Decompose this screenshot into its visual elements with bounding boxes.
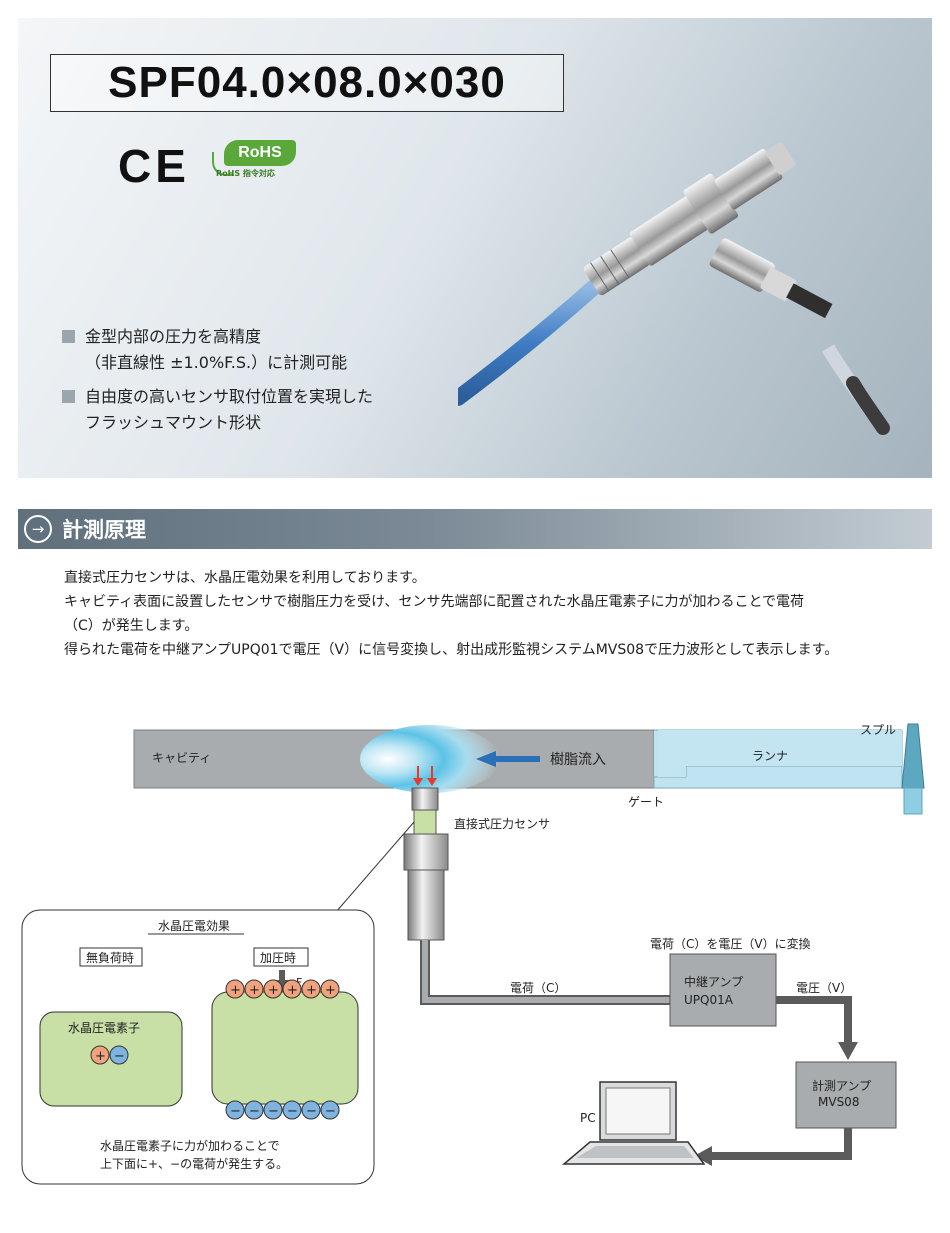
label-sprue: スプル: [860, 723, 896, 737]
minus-sign: −: [287, 1104, 298, 1119]
sensor-product-image: [458, 142, 890, 435]
feature-line: 自由度の高いセンサ取付位置を実現した: [85, 387, 374, 406]
ce-mark-icon: CE: [118, 140, 190, 192]
sprue: [901, 723, 925, 789]
label-sensor: 直接式圧力センサ: [454, 816, 550, 831]
plus-sign: +: [268, 983, 279, 998]
label-effect-title: 水晶圧電効果: [158, 918, 230, 933]
minus-sign: −: [268, 1104, 279, 1119]
label-meter-amp: 計測アンプ: [812, 1078, 871, 1093]
crystal-element-pressurized: [211, 991, 359, 1105]
section-title: 計測原理: [62, 518, 146, 542]
label-gate: ゲート: [628, 795, 664, 809]
label-conversion: 電荷（C）を電圧（V）に変換: [650, 936, 811, 951]
section-header: → 計測原理: [18, 509, 932, 549]
arrow-right-icon: →: [24, 515, 52, 543]
label-pressurized: 加圧時: [260, 951, 296, 965]
rohs-icon: RoHS RoHS 指令対応: [210, 138, 302, 184]
feature-line: フラッシュマウント形状: [85, 413, 262, 432]
effect-note-line: 上下面に+、−の電荷が発生する。: [100, 1156, 288, 1171]
minus-sign: −: [230, 1104, 241, 1119]
minus-charges: − − − − − −: [225, 1100, 340, 1120]
description-line: 得られた電荷を中継アンプUPQ01で電圧（V）に信号変換し、射出成形監視システム…: [64, 642, 839, 658]
feature-line: （非直線性 ±1.0%F.S.）に計測可能: [85, 353, 348, 372]
plus-charges: + + + + + +: [225, 979, 340, 999]
label-voltage: 電圧（V）: [796, 981, 852, 995]
label-meter-model: MVS08: [818, 1095, 859, 1109]
label-cavity: キャビティ: [152, 751, 211, 765]
description: 直接式圧力センサは、水晶圧電効果を利用しております。 キャビティ表面に設置したセ…: [64, 566, 934, 662]
plus-sign: +: [287, 983, 298, 998]
effect-note-line: 水晶圧電素子に力が加わることで: [100, 1138, 280, 1153]
minus-sign: −: [325, 1104, 336, 1119]
description-line: キャビティ表面に設置したセンサで樹脂圧力を受け、センサ先端部に配置された水晶圧電…: [64, 594, 805, 610]
feature-item: 金型内部の圧力を高精度 （非直線性 ±1.0%F.S.）に計測可能: [62, 324, 373, 376]
feature-list: 金型内部の圧力を高精度 （非直線性 ±1.0%F.S.）に計測可能 自由度の高い…: [62, 324, 373, 444]
measurement-principle-diagram: キャビティ 樹脂流入 ランナ スプル ゲート 直接式圧力センサ 電荷（C） 中継…: [21, 723, 925, 1185]
label-force: F: [296, 976, 302, 989]
plus-sign: +: [325, 983, 336, 998]
plus-sign: +: [230, 983, 241, 998]
laptop-icon: [561, 1081, 706, 1165]
description-line: （C）が発生します。: [64, 618, 199, 634]
bullet-square-icon: [62, 390, 75, 403]
label-runner: ランナ: [752, 749, 788, 763]
label-charge: 電荷（C）: [510, 981, 566, 995]
description-line: 直接式圧力センサは、水晶圧電効果を利用しております。: [64, 570, 426, 586]
plus-sign: +: [306, 983, 317, 998]
label-crystal: 水晶圧電素子: [68, 1021, 140, 1035]
minus-sign: −: [306, 1104, 317, 1119]
plus-sign: +: [95, 1049, 106, 1064]
feature-item: 自由度の高いセンサ取付位置を実現した フラッシュマウント形状: [62, 384, 373, 436]
label-no-load: 無負荷時: [86, 950, 134, 965]
meter-amp-box: [795, 1061, 897, 1129]
direct-pressure-sensor: [403, 787, 449, 941]
plus-sign: +: [249, 983, 260, 998]
rohs-sub-label: RoHS 指令対応: [216, 169, 275, 178]
relay-amp-box: [669, 953, 777, 1027]
minus-sign: −: [249, 1104, 260, 1119]
label-relay-model: UPQ01A: [684, 993, 734, 1007]
label-resin-inflow: 樹脂流入: [550, 752, 606, 768]
minus-sign: −: [114, 1049, 125, 1064]
label-pc: PC: [580, 1111, 596, 1125]
model-title: SPF04.0×08.0×030: [50, 54, 564, 112]
label-relay-amp: 中継アンプ: [684, 974, 743, 989]
rohs-label: RoHS: [224, 140, 296, 166]
bullet-square-icon: [62, 330, 75, 343]
feature-line: 金型内部の圧力を高精度: [85, 327, 262, 346]
product-hero: SPF04.0×08.0×030 CE RoHS RoHS 指令対応: [18, 18, 932, 478]
